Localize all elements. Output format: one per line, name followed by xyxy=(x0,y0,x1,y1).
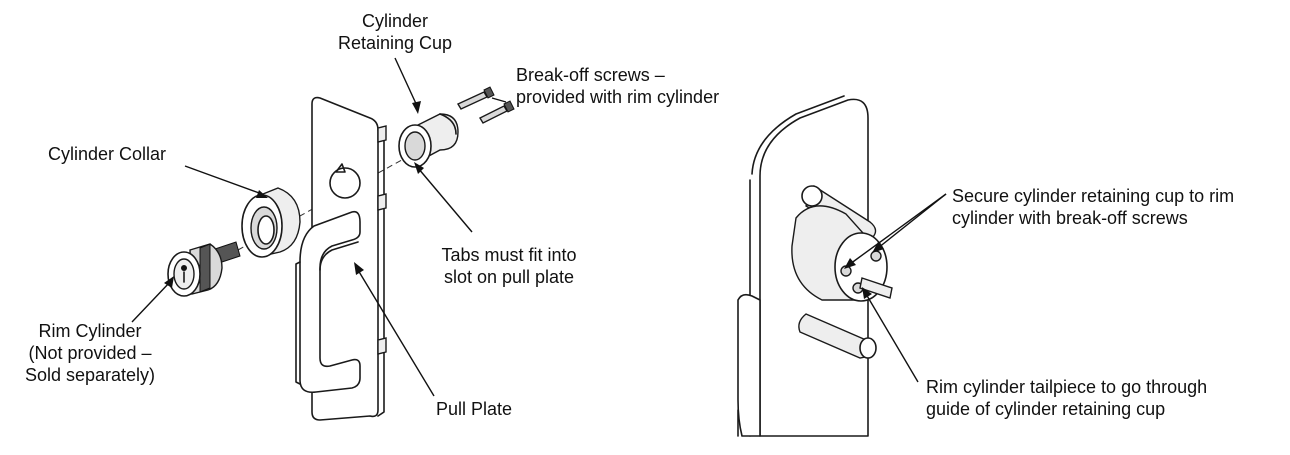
rim-cylinder-label-line3: Sold separately) xyxy=(24,365,156,385)
tabs-label: Tabs must fit into slot on pull plate xyxy=(424,244,594,288)
breakoff-screws-label: Break-off screws – provided with rim cyl… xyxy=(516,64,719,108)
rim-cylinder-label-line1: Rim Cylinder xyxy=(38,321,142,341)
secure-cup-label-line2: cylinder with break-off screws xyxy=(952,208,1188,228)
tailpiece-label: Rim cylinder tailpiece to go through gui… xyxy=(926,376,1207,420)
cylinder-collar-label-line1: Cylinder Collar xyxy=(48,144,167,164)
retaining-cup-label-line1: Cylinder xyxy=(361,11,429,31)
pull-plate-label-line1: Pull Plate xyxy=(436,399,513,419)
secure-cup-label: Secure cylinder retaining cup to rim cyl… xyxy=(952,185,1234,229)
tabs-label-line2: slot on pull plate xyxy=(443,267,575,287)
rim-cylinder-label: Rim Cylinder (Not provided – Sold separa… xyxy=(10,320,170,386)
breakoff-screws-label-line2: provided with rim cylinder xyxy=(516,87,720,107)
cylinder-collar-icon xyxy=(241,187,301,258)
rim-cylinder-icon xyxy=(167,241,241,297)
mounted-assembly xyxy=(737,95,893,437)
retaining-cup-label: Cylinder Retaining Cup xyxy=(330,10,460,54)
retaining-cup-label-line2: Retaining Cup xyxy=(337,33,453,53)
breakoff-screw-icon xyxy=(456,86,515,124)
retaining-cup-icon xyxy=(398,113,459,168)
breakoff-screws-label-line1: Break-off screws – xyxy=(516,65,665,85)
tabs-label-line1: Tabs must fit into xyxy=(441,245,577,265)
tailpiece-label-line1: Rim cylinder tailpiece to go through xyxy=(926,377,1208,397)
pull-plate-icon xyxy=(295,96,387,421)
secure-cup-label-line1: Secure cylinder retaining cup to rim xyxy=(952,186,1235,206)
tailpiece-label-line2: guide of cylinder retaining cup xyxy=(926,399,1166,419)
pull-plate-label: Pull Plate xyxy=(436,398,512,420)
cylinder-collar-label: Cylinder Collar xyxy=(48,143,166,165)
rim-cylinder-label-line2: (Not provided – xyxy=(28,343,152,363)
